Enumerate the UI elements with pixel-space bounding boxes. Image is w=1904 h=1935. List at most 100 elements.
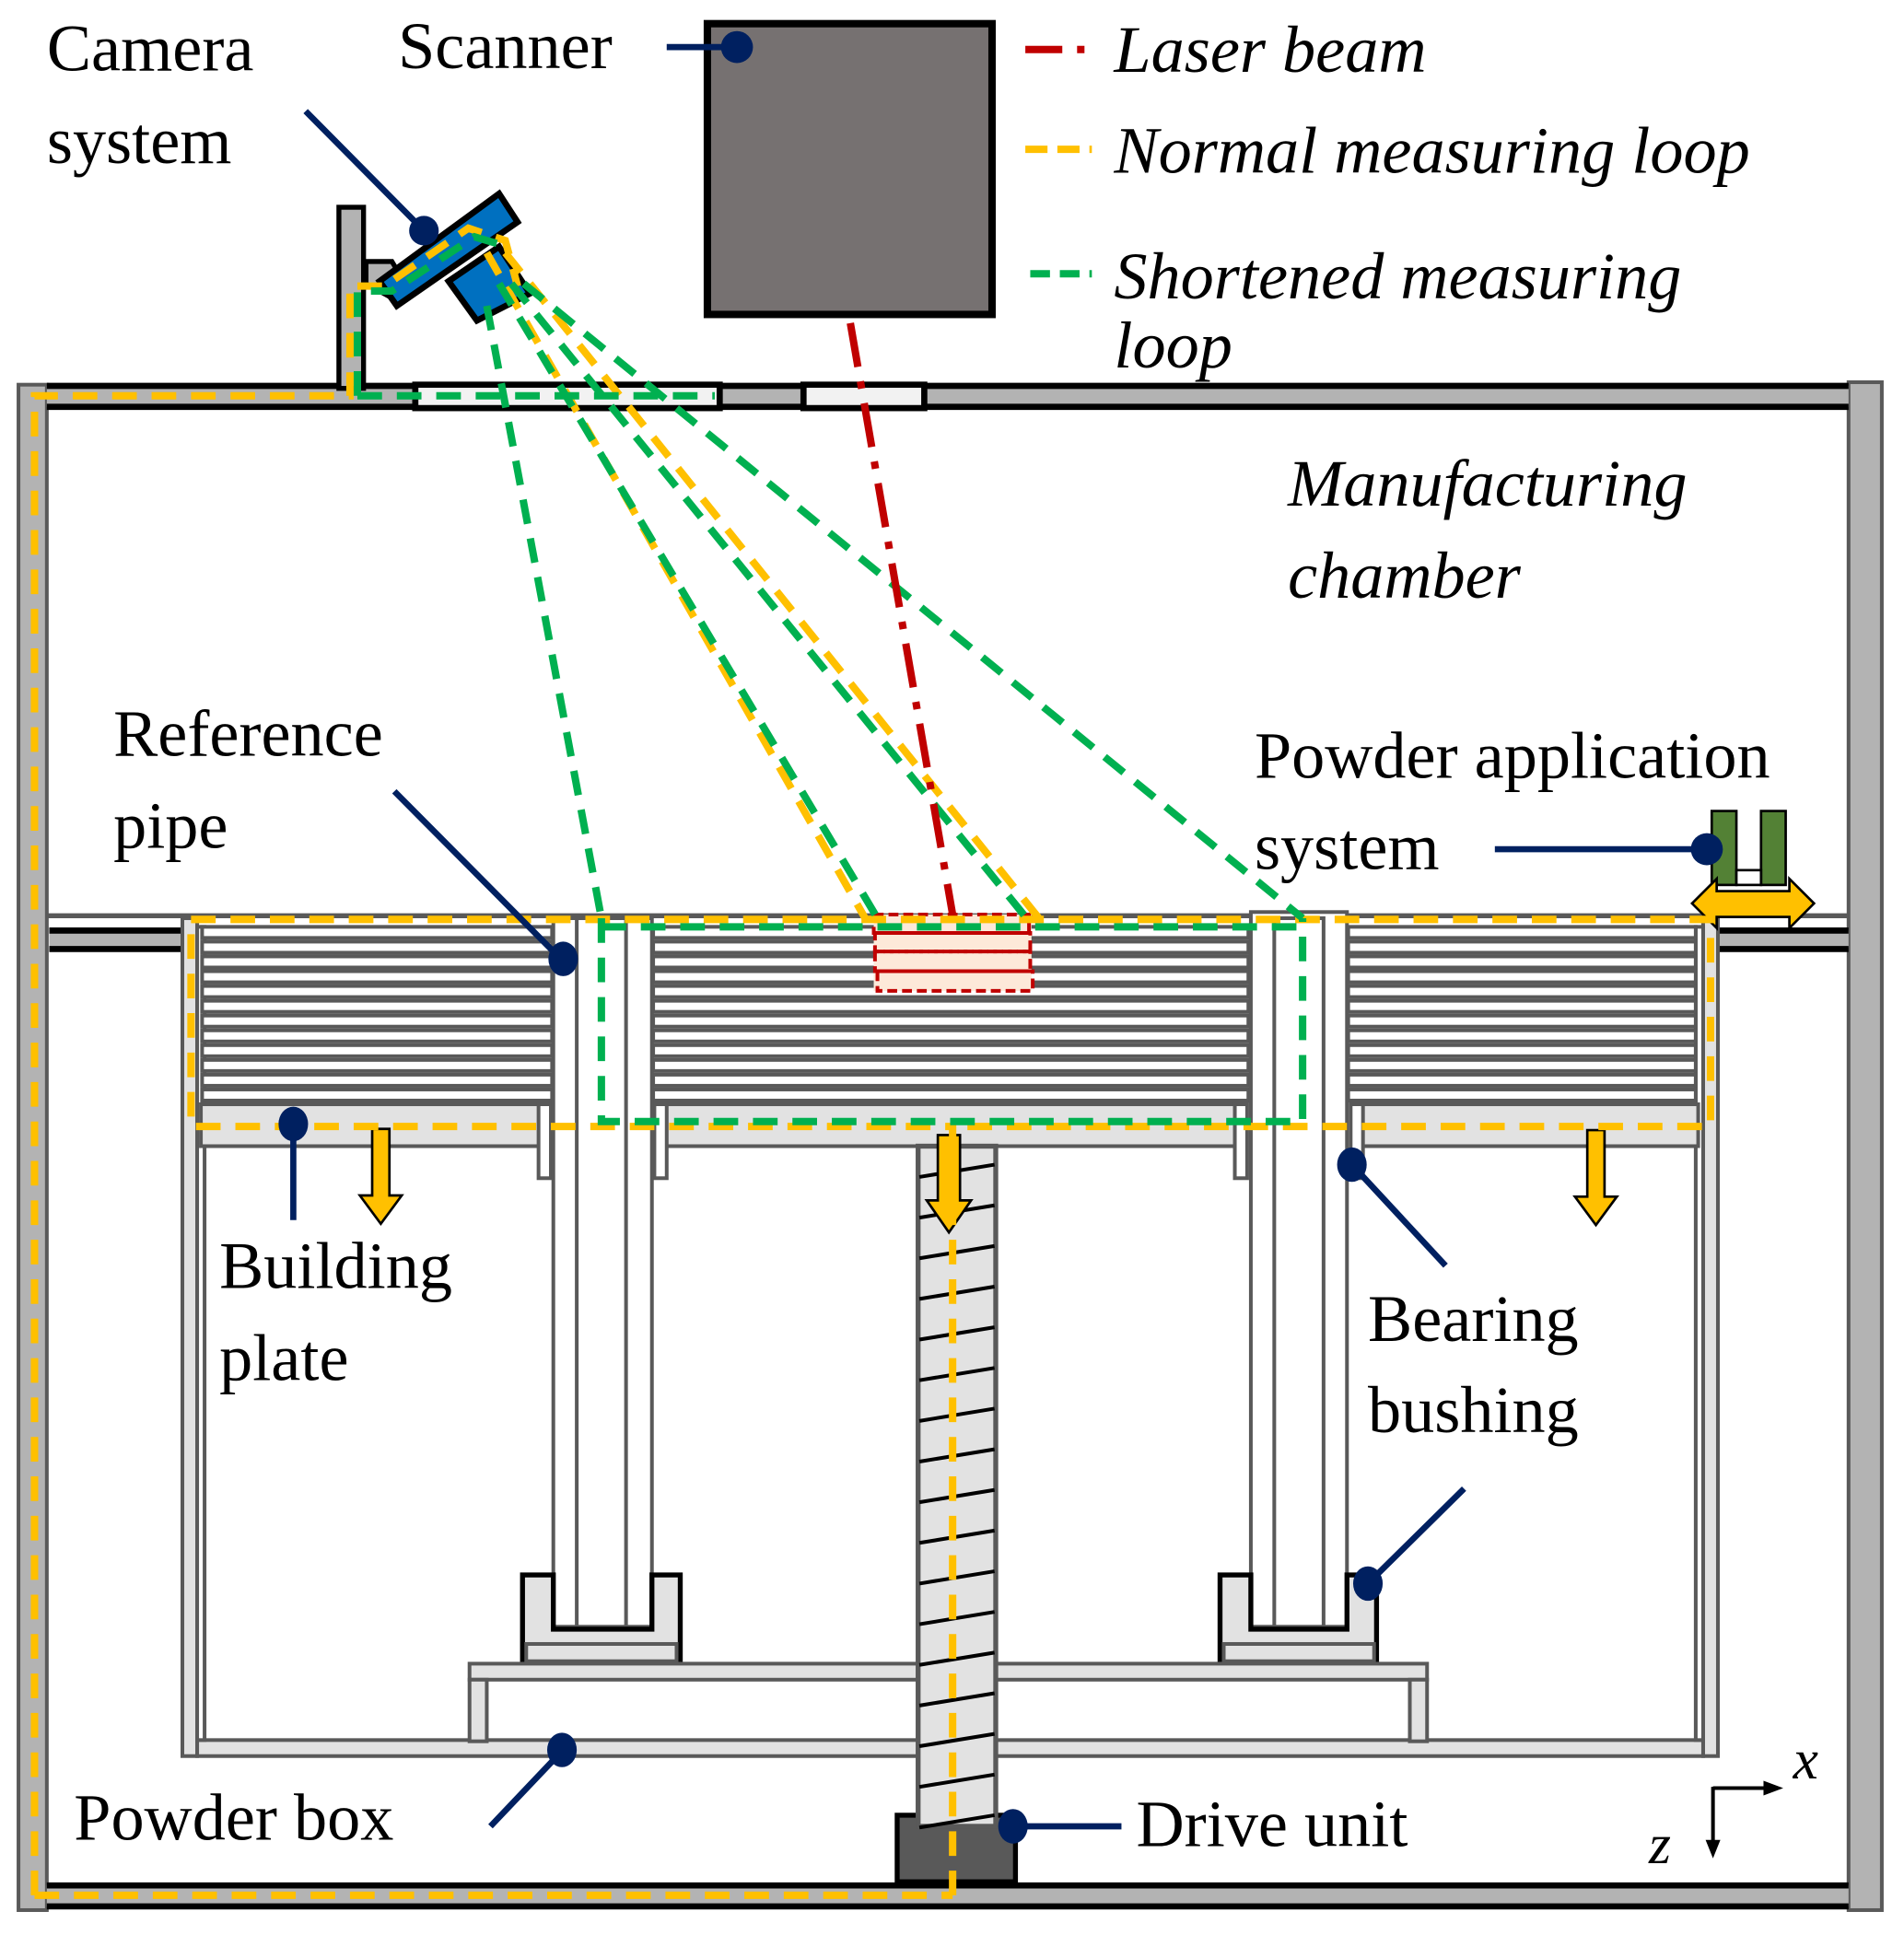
label-building-plate: Building bbox=[219, 1229, 452, 1302]
right-wall bbox=[1846, 380, 1884, 1912]
powder-layer bbox=[651, 1013, 1251, 1029]
normal-measuring-loop bbox=[30, 224, 1714, 1899]
spindle-thread bbox=[918, 1569, 995, 1586]
powder-layer bbox=[200, 939, 555, 955]
legend-label-laser: Laser beam bbox=[1113, 13, 1426, 87]
spindle bbox=[916, 1143, 999, 1829]
label-camera-system: Camera bbox=[47, 12, 254, 86]
spindle-thread bbox=[918, 1650, 995, 1667]
leader-reference-pipe bbox=[391, 788, 564, 962]
label-powder-application: Powder application bbox=[1255, 718, 1770, 792]
laser-beam bbox=[847, 322, 957, 915]
powder-box-inner-right bbox=[1693, 925, 1705, 1743]
reference-pipe-left bbox=[551, 915, 654, 1629]
sleeve bbox=[652, 1102, 669, 1181]
z-arrow-head bbox=[1705, 1839, 1721, 1859]
leader-dot-powder-box bbox=[547, 1732, 578, 1767]
sleeve bbox=[536, 1102, 554, 1181]
spindle-thread bbox=[918, 1325, 995, 1342]
powder-layer bbox=[200, 969, 555, 985]
powder-layer bbox=[1346, 984, 1698, 999]
powder-layer bbox=[1346, 1043, 1698, 1058]
leader-dot-reference-pipe bbox=[548, 941, 578, 976]
legend-label-shortened: Shortened measuring bbox=[1114, 239, 1681, 313]
spindle-thread bbox=[918, 1813, 995, 1830]
label-camera-system-line2: system bbox=[47, 104, 232, 178]
legend-item-shortened-loop: Shortened measuring loop bbox=[1030, 239, 1681, 382]
down-arrow-left bbox=[357, 1127, 404, 1227]
spindle-thread bbox=[918, 1528, 995, 1545]
label-manufacturing-chamber-line2: chamber bbox=[1288, 539, 1522, 612]
label-manufacturing-chamber: Manufacturing bbox=[1287, 447, 1687, 520]
label-bearing-bushing: Bearing bbox=[1368, 1282, 1579, 1356]
powder-layer bbox=[200, 925, 555, 940]
powder-box-left-wall bbox=[180, 915, 200, 1758]
legend-item-normal-loop: Normal measuring loop bbox=[1025, 114, 1750, 188]
axis-label-x: x bbox=[1793, 1729, 1818, 1791]
label-drive-unit: Drive unit bbox=[1137, 1787, 1408, 1860]
recoater-blade bbox=[1759, 810, 1787, 887]
legend-label-normal: Normal measuring loop bbox=[1113, 114, 1749, 188]
spindle-thread bbox=[918, 1691, 995, 1708]
axis-label-z: z bbox=[1648, 1813, 1671, 1876]
powder-layer bbox=[1346, 1057, 1698, 1073]
powder-layer bbox=[200, 1013, 555, 1029]
spindle-thread bbox=[918, 1285, 995, 1301]
powder-box-right-wall bbox=[1700, 915, 1720, 1758]
leader-camera bbox=[303, 109, 426, 233]
leaders bbox=[278, 30, 1723, 1844]
sleeve bbox=[1232, 1102, 1249, 1181]
powder-layer bbox=[651, 1072, 1251, 1088]
leader-dot-bearing-top bbox=[1337, 1147, 1367, 1183]
label-powder-application-line2: system bbox=[1255, 810, 1440, 883]
label-reference-pipe: Reference bbox=[113, 696, 383, 770]
bearing-bushing-left bbox=[520, 1572, 683, 1664]
powder-layers-center bbox=[651, 925, 1251, 1102]
powder-application-system bbox=[1689, 810, 1816, 931]
powder-layer bbox=[200, 954, 555, 970]
spindle-thread bbox=[918, 1610, 995, 1626]
leader-powder-box bbox=[488, 1750, 564, 1829]
bearing-bushing-right bbox=[1217, 1572, 1380, 1664]
shortened-measuring-loop bbox=[353, 232, 1307, 1125]
powder-layer bbox=[1346, 939, 1698, 955]
powder-layer bbox=[1346, 969, 1698, 985]
label-scanner: Scanner bbox=[398, 9, 613, 83]
powder-layer bbox=[1346, 998, 1698, 1014]
powder-layer bbox=[200, 1057, 555, 1073]
powder-layer bbox=[200, 1072, 555, 1088]
label-reference-pipe-line2: pipe bbox=[113, 789, 228, 863]
machine-housing bbox=[17, 204, 1884, 1912]
powder-layer bbox=[200, 1043, 555, 1058]
recoater-motion-arrow bbox=[1689, 875, 1816, 931]
leader-dot-bearing-bottom bbox=[1352, 1566, 1384, 1602]
powder-layer bbox=[1346, 1087, 1698, 1102]
spindle-thread bbox=[918, 1447, 995, 1463]
powder-layer bbox=[1346, 925, 1698, 940]
floor-right bbox=[1719, 930, 1849, 949]
label-bearing-bushing-line2: bushing bbox=[1368, 1373, 1579, 1447]
powder-layer bbox=[651, 1028, 1251, 1043]
powder-layer bbox=[200, 998, 555, 1014]
spindle-thread bbox=[918, 1366, 995, 1382]
powder-layer bbox=[651, 998, 1251, 1014]
leader-bearing-bottom bbox=[1365, 1486, 1466, 1586]
powder-layer bbox=[651, 1043, 1251, 1058]
spindle-thread bbox=[918, 1772, 995, 1789]
down-arrow-right bbox=[1572, 1128, 1619, 1228]
powder-layers-right bbox=[1346, 925, 1698, 1102]
legend: Laser beam Normal measuring loop Shorten… bbox=[1025, 13, 1750, 382]
lower-beam bbox=[467, 1661, 1430, 1743]
powder-layer bbox=[1346, 1028, 1698, 1043]
powder-layer bbox=[200, 1087, 555, 1102]
leader-dot-powder-application bbox=[1690, 833, 1723, 866]
scanner bbox=[703, 19, 996, 319]
powder-layer bbox=[651, 1087, 1251, 1102]
powder-layers-left bbox=[200, 925, 555, 1102]
powder-layer bbox=[651, 1057, 1251, 1073]
spindle-thread bbox=[918, 1243, 995, 1261]
reference-pipe-right bbox=[1248, 910, 1349, 1629]
legend-item-laser-beam: Laser beam bbox=[1025, 13, 1427, 87]
powder-layer bbox=[200, 1028, 555, 1043]
